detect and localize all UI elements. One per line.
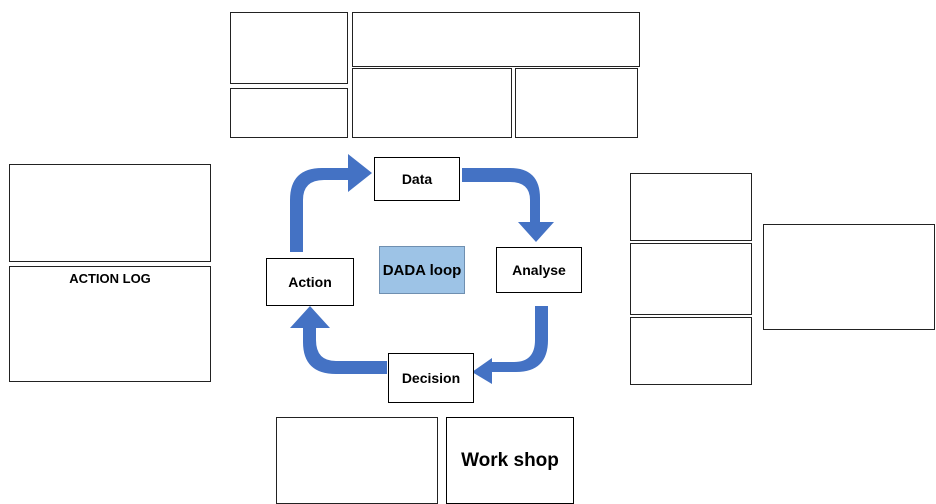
thumbnail-dashboard xyxy=(352,68,512,138)
thumbnail-line-chart xyxy=(515,68,638,138)
arrow-analyse-to-decision xyxy=(472,306,548,384)
thumbnail-spreadsheet-2 xyxy=(230,88,348,138)
arrow-data-to-analyse xyxy=(462,168,554,242)
decision-box: Decision xyxy=(388,353,474,403)
thumbnail-action-log: ACTION LOG xyxy=(9,266,211,382)
thumbnail-table xyxy=(352,12,640,67)
dada-loop-center: DADA loop xyxy=(379,246,465,294)
action-log-title: ACTION LOG xyxy=(69,271,151,286)
thumbnail-quadrant xyxy=(630,317,752,385)
thumbnail-process xyxy=(630,243,752,315)
thumbnail-matrix xyxy=(630,173,752,241)
arrow-decision-to-action xyxy=(290,306,387,374)
action-box: Action xyxy=(266,258,354,306)
thumbnail-large-chart xyxy=(763,224,935,330)
thumbnail-spreadsheet-1 xyxy=(230,12,348,84)
decision-label: Decision xyxy=(401,370,461,386)
arrow-action-to-data xyxy=(290,154,372,252)
data-box: Data xyxy=(374,157,460,201)
analyse-box: Analyse xyxy=(496,247,582,293)
thumbnail-gantt xyxy=(9,164,211,262)
data-label: Data xyxy=(401,171,433,187)
analyse-label: Analyse xyxy=(512,262,566,278)
thumbnail-workshop-document xyxy=(276,417,438,504)
action-label: Action xyxy=(288,274,332,290)
workshop-label: Work shop xyxy=(461,449,559,471)
workshop-box: Work shop xyxy=(446,417,574,504)
dada-loop-label: DADA loop xyxy=(382,261,462,279)
